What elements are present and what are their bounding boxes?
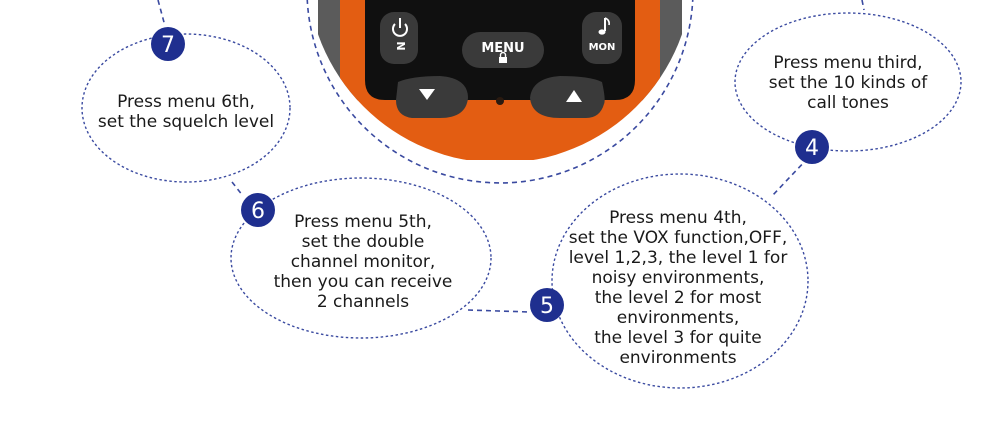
connector-7-top <box>157 0 166 27</box>
step-7-line: Press menu 6th, <box>117 92 255 112</box>
step-6-line: Press menu 5th, <box>294 212 432 232</box>
connector-6-5 <box>467 309 531 313</box>
step-6-line: then you can receive <box>273 272 453 292</box>
power-label: N <box>395 41 408 50</box>
badge-4-label: 4 <box>805 136 819 161</box>
mon-button[interactable] <box>582 12 622 64</box>
step-5-line: Press menu 4th, <box>609 208 747 228</box>
step-6-text: Press menu 5th, set the double channel m… <box>258 212 468 312</box>
connector-lines <box>157 0 865 313</box>
menu-button-label: MENU <box>481 41 524 56</box>
badge-7-label: 7 <box>161 33 175 58</box>
step-6-line: 2 channels <box>316 292 410 312</box>
bubble-step-4 <box>734 12 962 152</box>
radio-outline <box>306 0 694 184</box>
connector-7-6 <box>231 181 244 197</box>
step-4-line: Press menu third, <box>773 53 923 73</box>
mon-button-label: MON <box>589 42 616 53</box>
step-5-line: noisy environments, <box>591 268 765 288</box>
connector-4-top <box>861 0 865 11</box>
step-7-line: set the squelch level <box>97 112 275 132</box>
step-4-line: set the 10 kinds of <box>768 73 928 93</box>
step-4-text: Press menu third, set the 10 kinds of ca… <box>748 53 948 113</box>
badge-6: 6 <box>241 193 275 227</box>
badge-4: 4 <box>795 130 829 164</box>
step-5-line: set the VOX function,OFF, <box>568 228 788 248</box>
radio-face <box>365 0 635 100</box>
step-6-line: channel monitor, <box>290 252 436 272</box>
step-5-line: level 1,2,3, the level 1 for <box>568 248 788 268</box>
down-button[interactable] <box>396 76 468 118</box>
step-4-line: call tones <box>807 93 889 113</box>
up-button[interactable] <box>530 76 605 118</box>
badge-5-label: 5 <box>540 294 554 319</box>
badge-5: 5 <box>530 288 564 322</box>
step-5-line: the level 3 for quite <box>594 328 762 348</box>
down-arrow-icon <box>419 89 435 100</box>
bubbles <box>81 12 962 389</box>
music-note-icon <box>598 17 610 35</box>
radio-device: N MENU MON <box>306 0 694 184</box>
power-icon <box>392 18 408 37</box>
step-5-line: environments, <box>616 308 740 328</box>
connector-4-5 <box>771 157 809 197</box>
menu-button[interactable] <box>462 32 544 68</box>
step-5-text: Press menu 4th, set the VOX function,OFF… <box>553 208 803 368</box>
step-5-line: environments <box>619 348 737 368</box>
microphone-hole <box>496 97 504 105</box>
step-5-line: the level 2 for most <box>594 288 762 308</box>
bubble-step-6 <box>230 177 492 339</box>
step-6-line: set the double <box>301 232 425 252</box>
lock-icon <box>499 51 507 63</box>
badge-6-label: 6 <box>251 199 265 224</box>
step-7-text: Press menu 6th, set the squelch level <box>76 92 296 132</box>
badge-7: 7 <box>151 27 185 61</box>
bubble-step-7 <box>81 33 291 183</box>
bubble-step-5 <box>551 173 809 389</box>
up-arrow-icon <box>566 90 582 102</box>
power-button[interactable] <box>380 12 418 64</box>
